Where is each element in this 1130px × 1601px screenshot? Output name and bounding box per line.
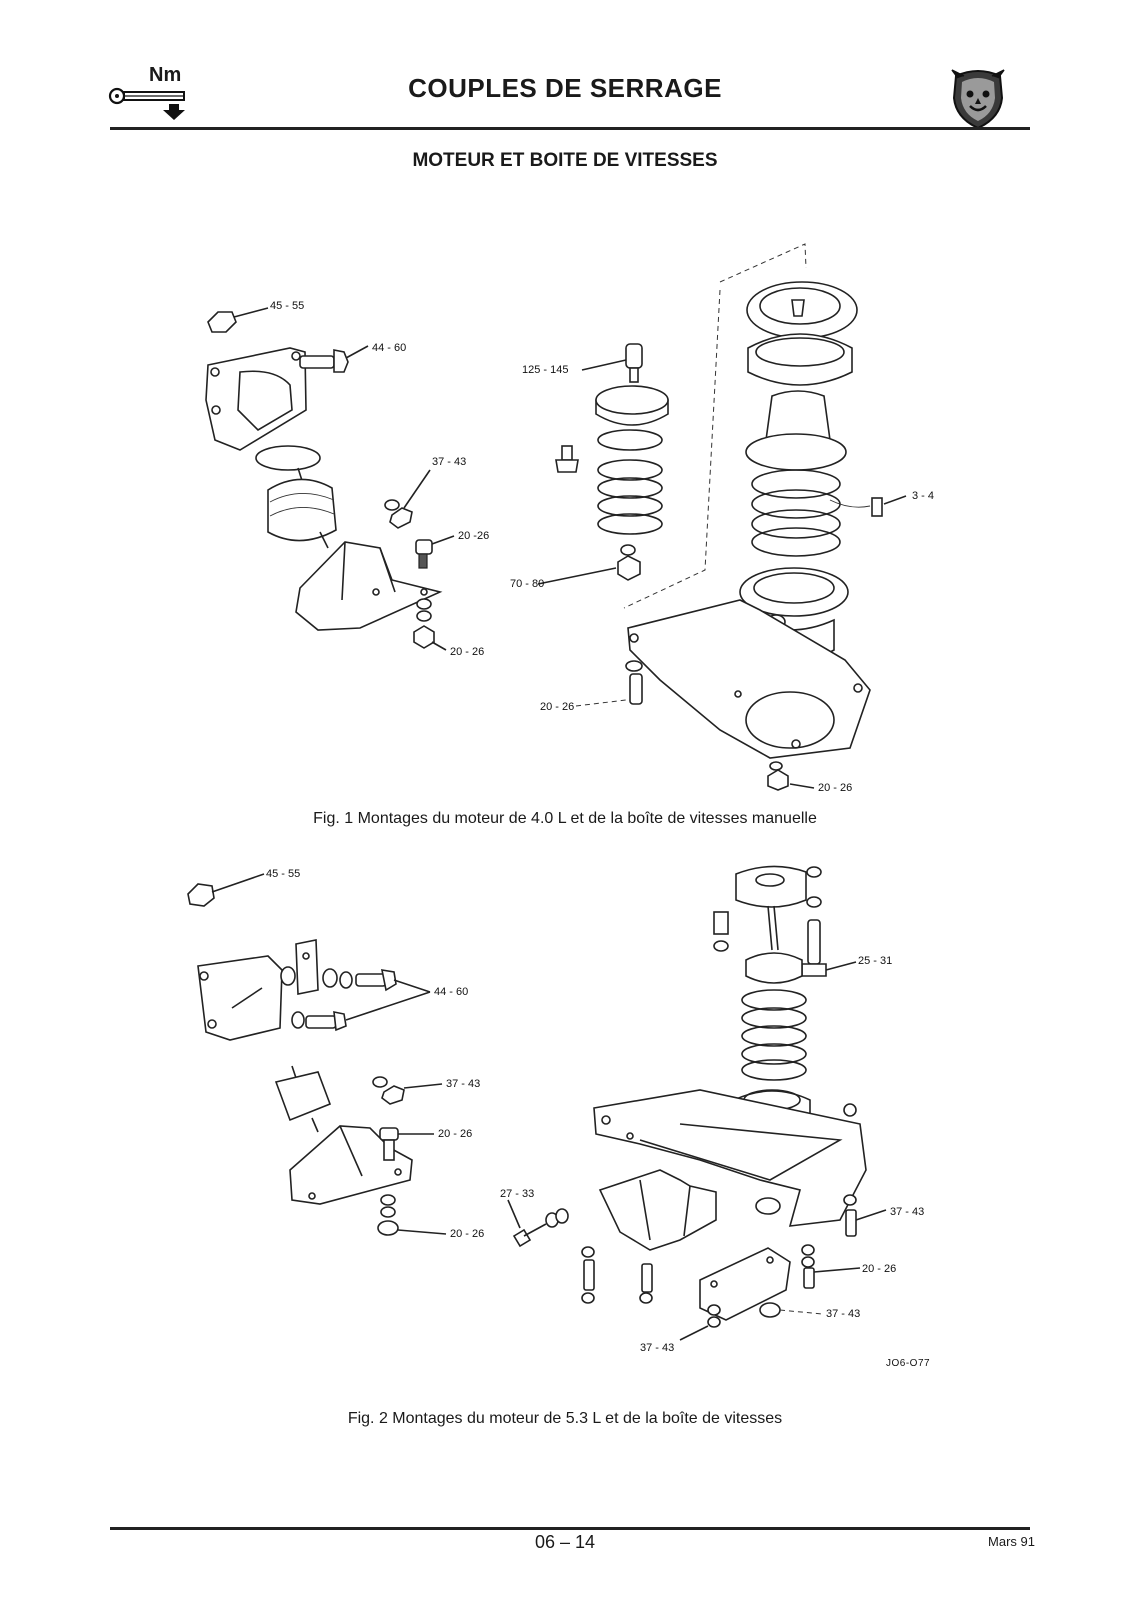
fig1-screw-3-4 bbox=[829, 495, 907, 517]
fig2-bolt-27-33 bbox=[507, 1199, 569, 1248]
fig2-caption: Fig. 2 Montages du moteur de 5.3 L et de… bbox=[347, 1410, 783, 1427]
fig2-bolt-37-43-a bbox=[843, 1194, 887, 1237]
fig2-bolt-20-26-a bbox=[379, 1127, 434, 1161]
fig2-top-plate bbox=[735, 865, 822, 908]
torque-wrench-icon: Nm bbox=[105, 64, 200, 121]
fig2-washer-mid bbox=[755, 1197, 781, 1215]
fig2-label-45-55: 45 - 55 bbox=[266, 868, 301, 880]
fig2-crossmember bbox=[593, 1089, 867, 1227]
fig1-label-3-4: 3 - 4 bbox=[912, 490, 935, 502]
fig2-lower-bracket bbox=[289, 1125, 413, 1205]
fig2-nut-45-55 bbox=[187, 873, 265, 907]
fig1-label-44-60: 44 - 60 bbox=[372, 342, 407, 354]
fig1-engine-bracket bbox=[205, 347, 307, 451]
fig2-label-37-43-c: 37 - 43 bbox=[826, 1308, 861, 1320]
fig1-nut-20-26-c bbox=[767, 761, 815, 791]
fig1-rubber-mount bbox=[267, 467, 337, 549]
fig2-bolts-44-60 bbox=[280, 966, 431, 1032]
fig1-nut-45-55 bbox=[207, 307, 269, 333]
fig1-label-20-26-a: 20 -26 bbox=[458, 530, 490, 542]
fig1-bolt-20-26-b bbox=[575, 660, 643, 707]
fig1-label-20-26-b: 20 - 26 bbox=[450, 646, 485, 658]
fig1-bolt-20-26-a bbox=[415, 535, 455, 569]
page-number: 06 – 14 bbox=[534, 1532, 596, 1552]
fig2-nut-stack bbox=[377, 1194, 447, 1236]
fig2-bottom-plate bbox=[699, 1247, 791, 1321]
fig1-label-20-26-d: 20 - 26 bbox=[818, 782, 853, 794]
fig1-centre-bolt bbox=[581, 343, 643, 383]
fig2-label-20-26-c: 20 - 26 bbox=[862, 1263, 897, 1275]
footer-rule bbox=[110, 1527, 1030, 1530]
fig2-label-25-31: 25 - 31 bbox=[858, 955, 893, 967]
fig1-small-screw bbox=[555, 445, 579, 473]
fig1-crossmember bbox=[627, 599, 871, 759]
fig2-label-37-43-a: 37 - 43 bbox=[446, 1078, 481, 1090]
fig1-lower-bracket bbox=[295, 541, 443, 631]
fig1-centre-spring bbox=[537, 385, 669, 585]
fig1-label-20-26-c: 20 - 26 bbox=[540, 701, 575, 713]
fig2-engine-bracket bbox=[197, 955, 283, 1041]
fig1-bolt-44-60 bbox=[299, 345, 369, 373]
fig1-dash-lines bbox=[623, 243, 807, 609]
fig2-label-37-43-b: 37 - 43 bbox=[890, 1206, 925, 1218]
fig2-label-44-60: 44 - 60 bbox=[434, 986, 469, 998]
fig2-centre-stud bbox=[767, 905, 779, 951]
fig2-gearbox-bracket bbox=[598, 1169, 717, 1251]
fig2-label-37-43-d: 37 - 43 bbox=[640, 1342, 675, 1354]
fig2-label-20-26-a: 20 - 26 bbox=[438, 1128, 473, 1140]
fig2-bolt-25-31 bbox=[801, 919, 857, 977]
fig2-bump-stop bbox=[713, 911, 729, 952]
fig2-bolt-20-26-b bbox=[801, 1244, 861, 1289]
fig1-label-70-80: 70 - 80 bbox=[510, 578, 545, 590]
fig2-label-20-26-b: 20 - 26 bbox=[450, 1228, 485, 1240]
jaguar-logo-icon bbox=[948, 68, 1008, 130]
fig1-nut-stack bbox=[413, 598, 447, 651]
fig1-washer bbox=[255, 445, 321, 471]
section-title: MOTEUR ET BOITE DE VITESSES bbox=[412, 150, 718, 171]
revision-date: Mars 91 bbox=[988, 1534, 1035, 1549]
fig1-bump-stop bbox=[745, 390, 847, 471]
fig1-label-37-43: 37 - 43 bbox=[432, 456, 467, 468]
fig1-nut-37-43 bbox=[384, 469, 431, 529]
fig2-rubber-mount bbox=[274, 1065, 332, 1133]
fig2-nut-37-43 bbox=[372, 1076, 443, 1105]
fig2-spring bbox=[741, 952, 807, 1081]
fig1-top-mount bbox=[746, 281, 858, 386]
page-title: COUPLES DE SERRAGE bbox=[408, 73, 722, 103]
fig2-nut-37-43-b bbox=[759, 1302, 823, 1318]
nm-label: Nm bbox=[149, 64, 182, 86]
fig2-label-27-33: 27 - 33 bbox=[500, 1188, 535, 1200]
fig1-label-45-55: 45 - 55 bbox=[270, 300, 305, 312]
fig1-label-125-145: 125 - 145 bbox=[522, 364, 569, 376]
fig1-caption: Fig. 1 Montages du moteur de 4.0 L et de… bbox=[313, 810, 817, 827]
fig2-nut-37-43-c bbox=[679, 1304, 721, 1341]
fig2-bracket-plate bbox=[295, 939, 319, 995]
header-rule bbox=[110, 127, 1030, 130]
fig2-reference-code: JO6-O77 bbox=[886, 1358, 931, 1369]
fig2-lower-bolts bbox=[581, 1246, 653, 1304]
